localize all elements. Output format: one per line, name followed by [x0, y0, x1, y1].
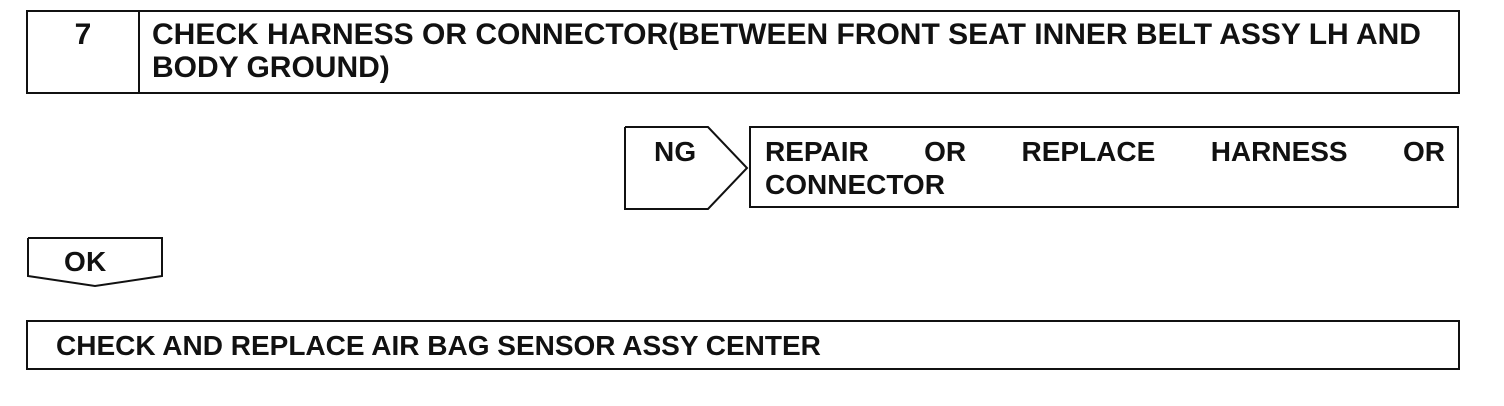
step-number: 7: [74, 18, 92, 51]
ng-result-line2: CONNECTOR: [765, 169, 945, 200]
ng-result-word: HARNESS: [1210, 136, 1348, 167]
step-title: CHECK HARNESS OR CONNECTOR(BETWEEN FRONT…: [152, 18, 1421, 84]
step-number-cell: 7: [28, 12, 140, 92]
ng-result-word: OR: [924, 136, 967, 167]
ng-result-word: REPLACE: [1021, 136, 1156, 167]
final-step-box: CHECK AND REPLACE AIR BAG SENSOR ASSY CE…: [26, 320, 1460, 370]
ng-result-line1: REPAIR OR REPLACE HARNESS OR: [765, 136, 1445, 168]
final-step-text: CHECK AND REPLACE AIR BAG SENSOR ASSY CE…: [56, 330, 821, 361]
ng-label: NG: [654, 136, 697, 167]
ok-label: OK: [64, 246, 107, 277]
ok-tab-shape: [27, 237, 163, 288]
step-box: 7 CHECK HARNESS OR CONNECTOR(BETWEEN FRO…: [26, 10, 1460, 94]
ng-result-word: OR: [1403, 136, 1445, 167]
ng-arrow-shape: [624, 126, 749, 210]
ng-result-box: REPAIR OR REPLACE HARNESS OR CONNECTOR: [749, 126, 1459, 208]
ng-result-word: REPAIR: [765, 136, 869, 167]
